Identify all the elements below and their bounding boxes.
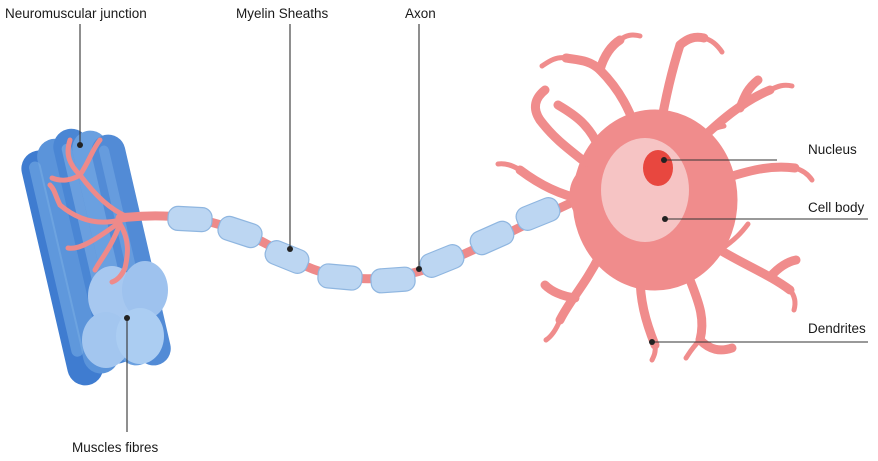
label-axon: Axon — [405, 6, 436, 272]
label-neuromuscular-junction: Neuromuscular junction — [5, 6, 147, 148]
cell-body-region — [601, 138, 689, 242]
nucleus-label: Nucleus — [808, 142, 857, 157]
label-myelin-sheaths: Myelin Sheaths — [236, 6, 329, 252]
muscle-fibres-bundle — [15, 118, 175, 389]
nucleus-shape — [643, 150, 673, 186]
myelin-sheaths-label: Myelin Sheaths — [236, 6, 329, 21]
dendrites-label: Dendrites — [808, 321, 866, 336]
muscle-fibres-label: Muscles fibres — [72, 440, 159, 455]
axon-label: Axon — [405, 6, 436, 21]
axon-fiber — [120, 190, 600, 279]
cell-body-label: Cell body — [808, 200, 865, 215]
label-dendrites: Dendrites — [649, 321, 868, 345]
neuromuscular-junction-label: Neuromuscular junction — [5, 6, 147, 21]
